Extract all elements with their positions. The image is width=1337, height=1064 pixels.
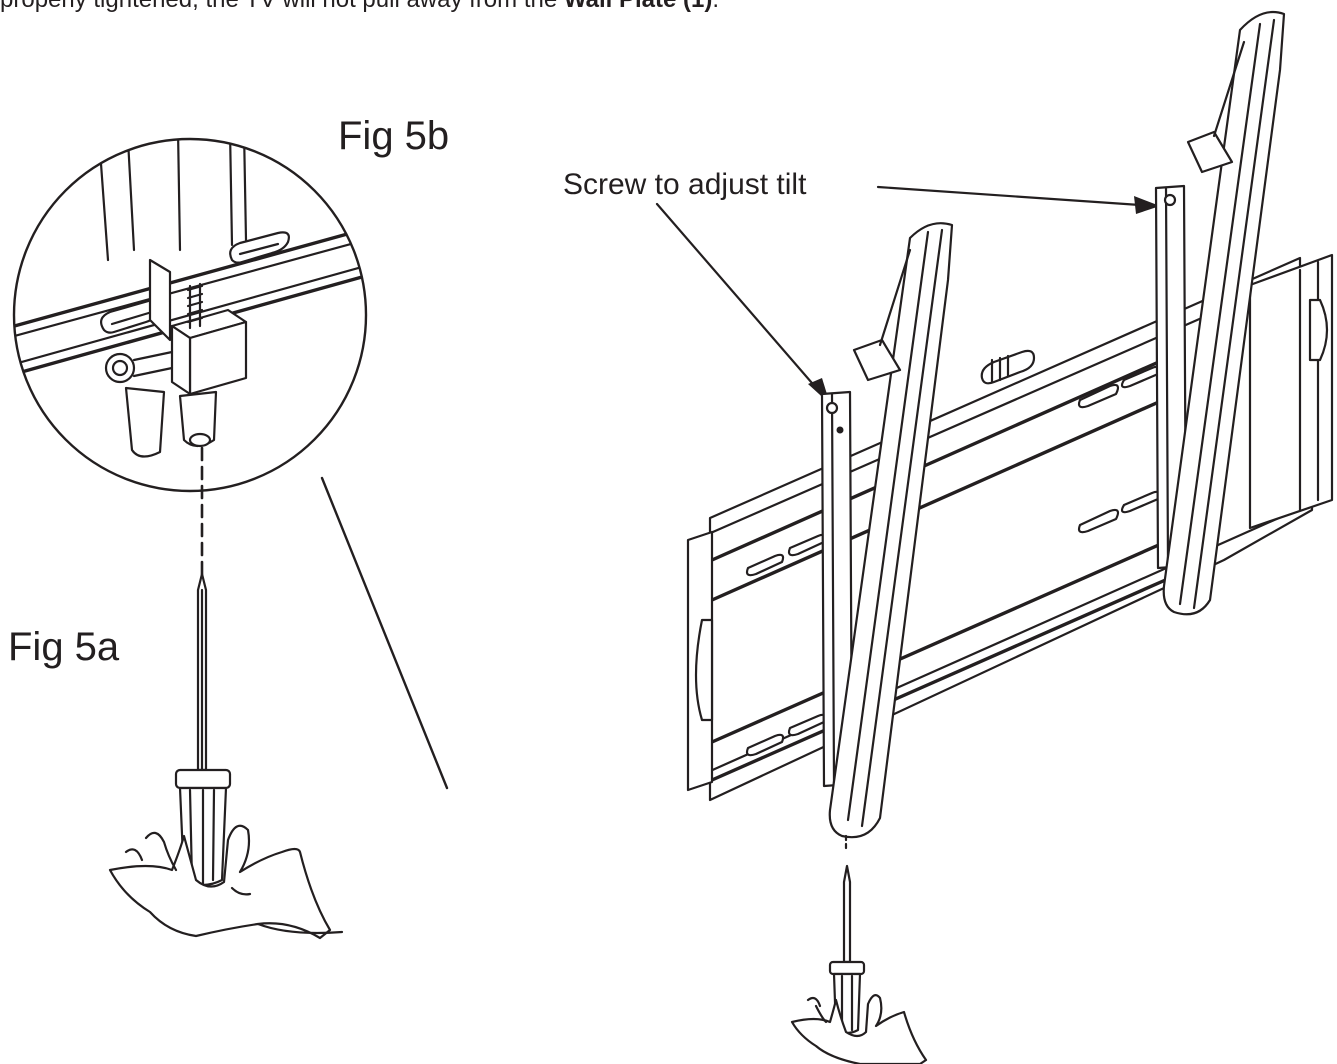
caption-period: . [712,0,719,13]
rail-slot [229,231,290,264]
frame-slots [745,349,1161,757]
screwdriver-hand-5a [108,572,344,940]
tilt-arm-left [828,222,954,839]
fig-5b-label: Fig 5b [338,114,450,158]
tilt-screw [186,282,204,330]
screwdriver-hand-5b [790,834,928,1064]
callout-label: Screw to adjust tilt [563,168,807,201]
zoom-detail [12,137,449,790]
caption-text: properly tightened, the TV will not pull… [0,0,564,13]
tilt-block [170,308,248,396]
caption-part-reference: Wall Plate (1) [564,0,712,13]
fig-5a-label: Fig 5a [8,625,120,669]
side-bolt [104,350,174,384]
instruction-caption: properly tightened, the TV will not pull… [0,0,719,14]
tilt-arm-right [1162,10,1286,616]
